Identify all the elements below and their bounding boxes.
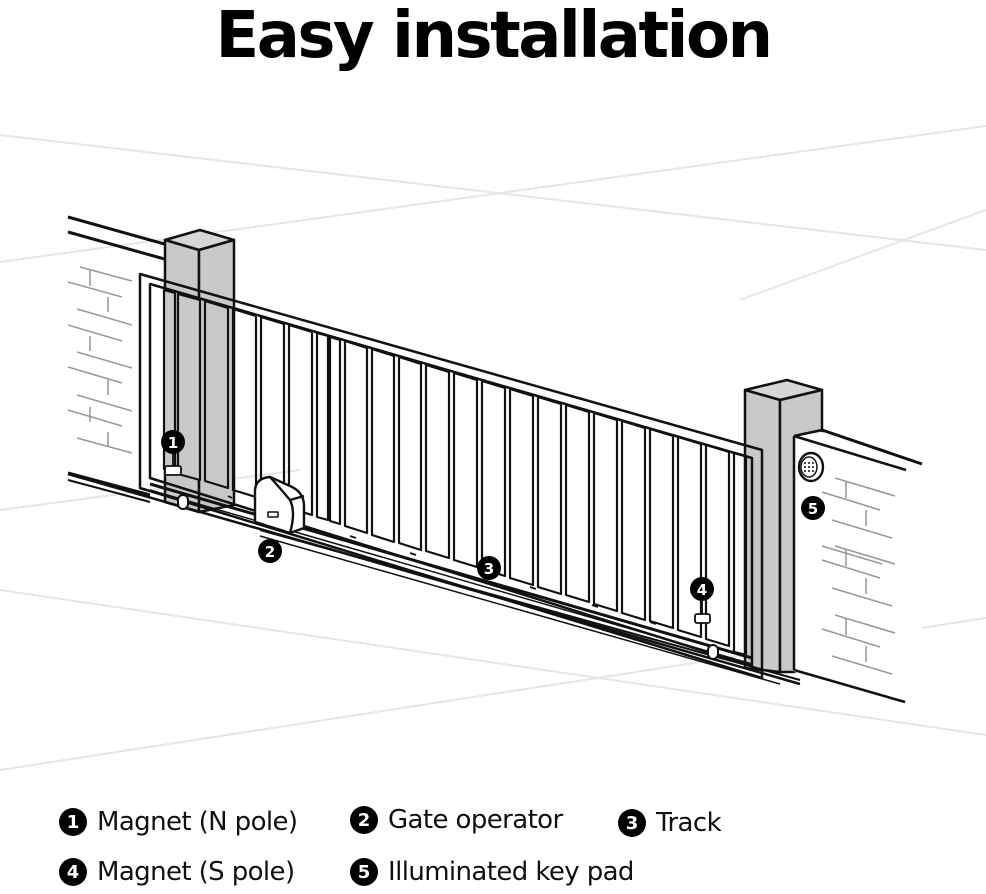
gate-guide-rollers	[177, 494, 719, 660]
diagram-marker-2: 2	[258, 539, 282, 563]
svg-text:2: 2	[265, 543, 275, 561]
diagram-marker-3: 3	[477, 556, 501, 580]
legend-item-magnet-s-pole: 4 Magnet (S pole)	[59, 852, 295, 892]
diagram-marker-1: 1	[161, 430, 185, 454]
legend-label: Gate operator	[388, 805, 563, 835]
svg-text:5: 5	[808, 500, 818, 518]
legend-item-magnet-n-pole: 1 Magnet (N pole)	[59, 802, 298, 842]
svg-text:1: 1	[168, 434, 178, 452]
magnet-s-pole	[694, 600, 711, 624]
diagram-marker-5: 5	[801, 496, 825, 520]
legend-label: Illuminated key pad	[388, 857, 634, 887]
svg-text:3: 3	[484, 560, 494, 578]
diagram-marker-4: 4	[690, 577, 714, 601]
legend-label: Magnet (S pole)	[97, 857, 295, 887]
right-wall	[792, 428, 923, 704]
legend-label: Magnet (N pole)	[97, 807, 298, 837]
gate-operator	[253, 475, 306, 535]
page-title: Easy installation	[215, 0, 774, 73]
legend-item-gate-operator: 2 Gate operator	[350, 800, 563, 840]
brick-pattern-left	[67, 266, 133, 454]
magnet-n-pole	[164, 452, 182, 476]
illuminated-key-pad	[797, 451, 825, 483]
legend-label: Track	[656, 808, 722, 838]
number-1-icon: 1	[59, 808, 87, 836]
track	[67, 472, 801, 686]
legend-item-track: 3 Track	[618, 803, 722, 843]
track-mount-brackets	[227, 495, 657, 625]
number-4-icon: 4	[59, 858, 87, 886]
number-5-icon: 5	[350, 858, 378, 886]
number-3-icon: 3	[618, 809, 646, 837]
brick-pattern-right	[821, 477, 896, 675]
sliding-gate	[138, 272, 764, 680]
legend-item-illuminated-key-pad: 5 Illuminated key pad	[350, 852, 634, 892]
number-2-icon: 2	[350, 806, 378, 834]
svg-text:4: 4	[697, 581, 707, 599]
